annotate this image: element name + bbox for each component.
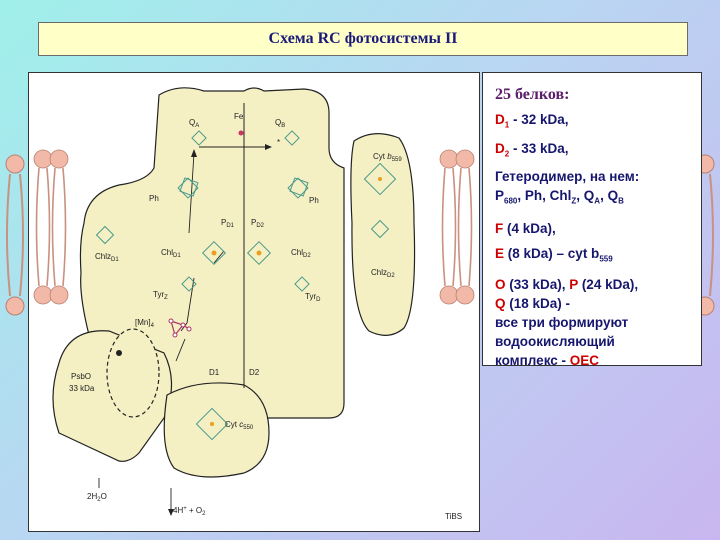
fe-label: Fe — [234, 112, 244, 121]
pd2-label: PD2 — [251, 218, 265, 229]
ph-right-label: Ph — [309, 196, 319, 205]
lipid-bilayer — [33, 149, 475, 305]
ph-left-label: Ph — [149, 194, 159, 203]
membrane-left-edge — [5, 154, 25, 316]
d1-line: D1 - 32 kDa, — [495, 112, 569, 130]
tyr-z-label: TyrZ — [153, 290, 168, 301]
psbo-kda-label: 33 kDa — [69, 384, 95, 393]
chl-d1-label: ChlD1 — [161, 248, 181, 259]
psbo-label: PsbO — [71, 372, 91, 381]
qa-label: QA — [189, 118, 199, 129]
oec-line: O (33 kDa), P (24 kDa),Q (18 kDa) -все т… — [495, 276, 639, 368]
d2-label: D2 — [249, 368, 260, 377]
qb-label: QB — [275, 118, 285, 129]
pd1-label: PD1 — [221, 218, 235, 229]
tibs-label: TiBS — [445, 512, 462, 521]
slide-title-text: Схема RC фотосистемы II — [268, 30, 458, 47]
panel-heading: 25 белков: — [495, 86, 570, 103]
d1-label: D1 — [209, 368, 220, 377]
slide-title: Схема RC фотосистемы II — [38, 22, 688, 56]
psbo-end — [106, 328, 160, 418]
cyt-c550-label: Cyt c550 — [225, 420, 254, 431]
chlz-d2-label: ChlzD2 — [371, 268, 395, 279]
cyt-c550-protein — [163, 382, 270, 478]
chl-d2-label: ChlD2 — [291, 248, 311, 259]
water-label: 2H2O — [87, 492, 107, 503]
tyr-d-label: TyrD — [305, 292, 321, 303]
chlz-d1-label: ChlzD1 — [95, 252, 119, 263]
star-label: * — [277, 138, 280, 147]
heterodimer-line: Гетеродимер, на нем:P680, Ph, ChlZ, QA, … — [495, 169, 640, 207]
cyt-b559-label: Cyt b559 — [373, 152, 402, 163]
f-line: F (4 kDa), — [495, 221, 556, 237]
psii-diagram: QA Fe QB * Ph Ph PD1 PD2 ChlD1 ChlD2 Chl… — [28, 72, 480, 532]
mn-cluster-label: [Mn]4 — [135, 318, 155, 329]
protein-list-panel: 25 белков: D1 - 32 kDa, D2 - 33 kDa, Гет… — [482, 72, 702, 368]
protons-oxygen-label: 4H+ + O2 — [173, 506, 206, 517]
d2-line: D2 - 33 kDa, — [495, 140, 569, 159]
e-line: E (8 kDa) – cyt b559 — [495, 246, 613, 264]
